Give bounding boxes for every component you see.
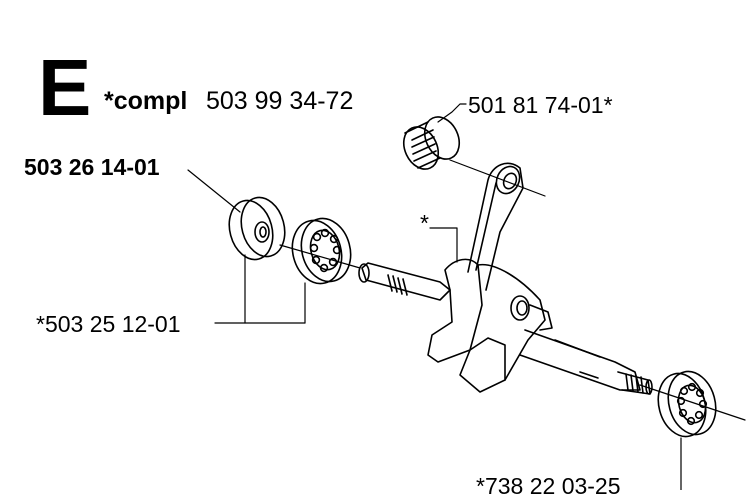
seal-part <box>228 196 286 261</box>
ball-bearing-label: *503 25 12-01 <box>36 311 181 337</box>
needle-bearing-label: 501 81 74-01* <box>468 92 613 118</box>
leader-lines <box>187 103 682 490</box>
ball-bearing-left-part <box>291 217 352 285</box>
compl-label: *compl <box>104 87 188 115</box>
section-letter: E <box>38 43 92 132</box>
bottom-part-label: *738 22 03-25 <box>476 473 621 499</box>
crankshaft-part <box>358 162 653 395</box>
needle-bearing-part <box>402 116 461 170</box>
ball-bearing-right-part <box>657 370 717 438</box>
crankshaft-label: * <box>420 210 429 236</box>
seal-label: 503 26 14-01 <box>24 154 160 180</box>
shaft-axis-lines <box>279 159 746 421</box>
compl-part-number: 503 99 34-72 <box>206 87 354 115</box>
